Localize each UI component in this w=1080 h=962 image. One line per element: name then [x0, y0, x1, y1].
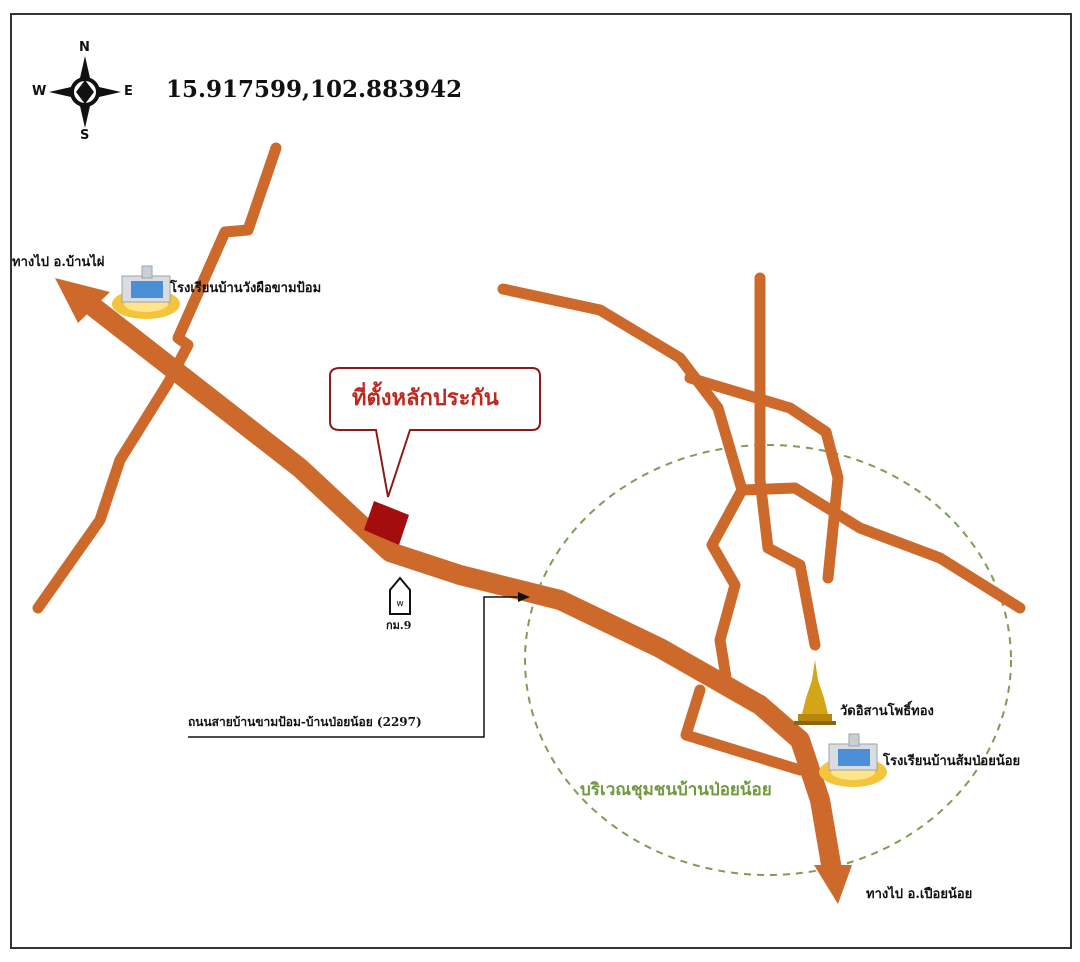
compass-w-label: W	[32, 84, 47, 99]
temple-stupa-icon	[794, 660, 836, 725]
property-marker-icon	[364, 501, 409, 545]
arrowhead-to-ban-phai	[55, 278, 110, 323]
community-area-circle	[524, 444, 1012, 876]
school-1-label: โรงเรียนบ้านวังผือขามป้อม	[170, 281, 322, 296]
svg-text:w: w	[396, 599, 403, 609]
road-southwest	[32, 377, 174, 614]
arrowhead-to-pueai-noi	[814, 865, 852, 904]
community-label: บริเวณชุมชนบ้านป่อยน้อย	[580, 780, 772, 800]
road-name-pointer	[188, 596, 520, 738]
callout-text: ที่ตั้งหลักประกัน	[352, 386, 499, 411]
road-south-loop	[680, 684, 806, 776]
direction-to-ban-phai: ทางไป อ.บ้านไผ่	[12, 255, 105, 270]
km-marker-icon: w	[389, 576, 411, 615]
coordinates-label: 15.917599,102.883942	[166, 76, 463, 103]
temple-label: วัดอิสานโพธิ์ทอง	[840, 704, 934, 719]
road-east-branch	[736, 482, 1026, 614]
school-icon	[819, 733, 887, 787]
road-north-winding	[162, 142, 282, 389]
compass-rose-icon	[49, 56, 121, 128]
road-name-label: ถนนสายบ้านขามป้อม-บ้านป่อยน้อย (2297)	[188, 715, 422, 729]
road-vertical	[754, 272, 821, 651]
school-2-label: โรงเรียนบ้านส้มป่อยน้อย	[883, 754, 1021, 769]
school-icon	[112, 265, 180, 319]
compass-n-label: N	[79, 40, 90, 55]
compass-s-label: S	[80, 128, 90, 143]
direction-to-pueai-noi: ทางไป อ.เปือยน้อย	[866, 887, 973, 902]
pointer-arrowhead	[518, 592, 530, 602]
compass-e-label: E	[124, 84, 133, 99]
map-frame	[10, 13, 1072, 949]
property-callout	[329, 367, 541, 498]
main-road-2297	[72, 288, 842, 880]
km-marker-label: กม.9	[386, 619, 412, 632]
